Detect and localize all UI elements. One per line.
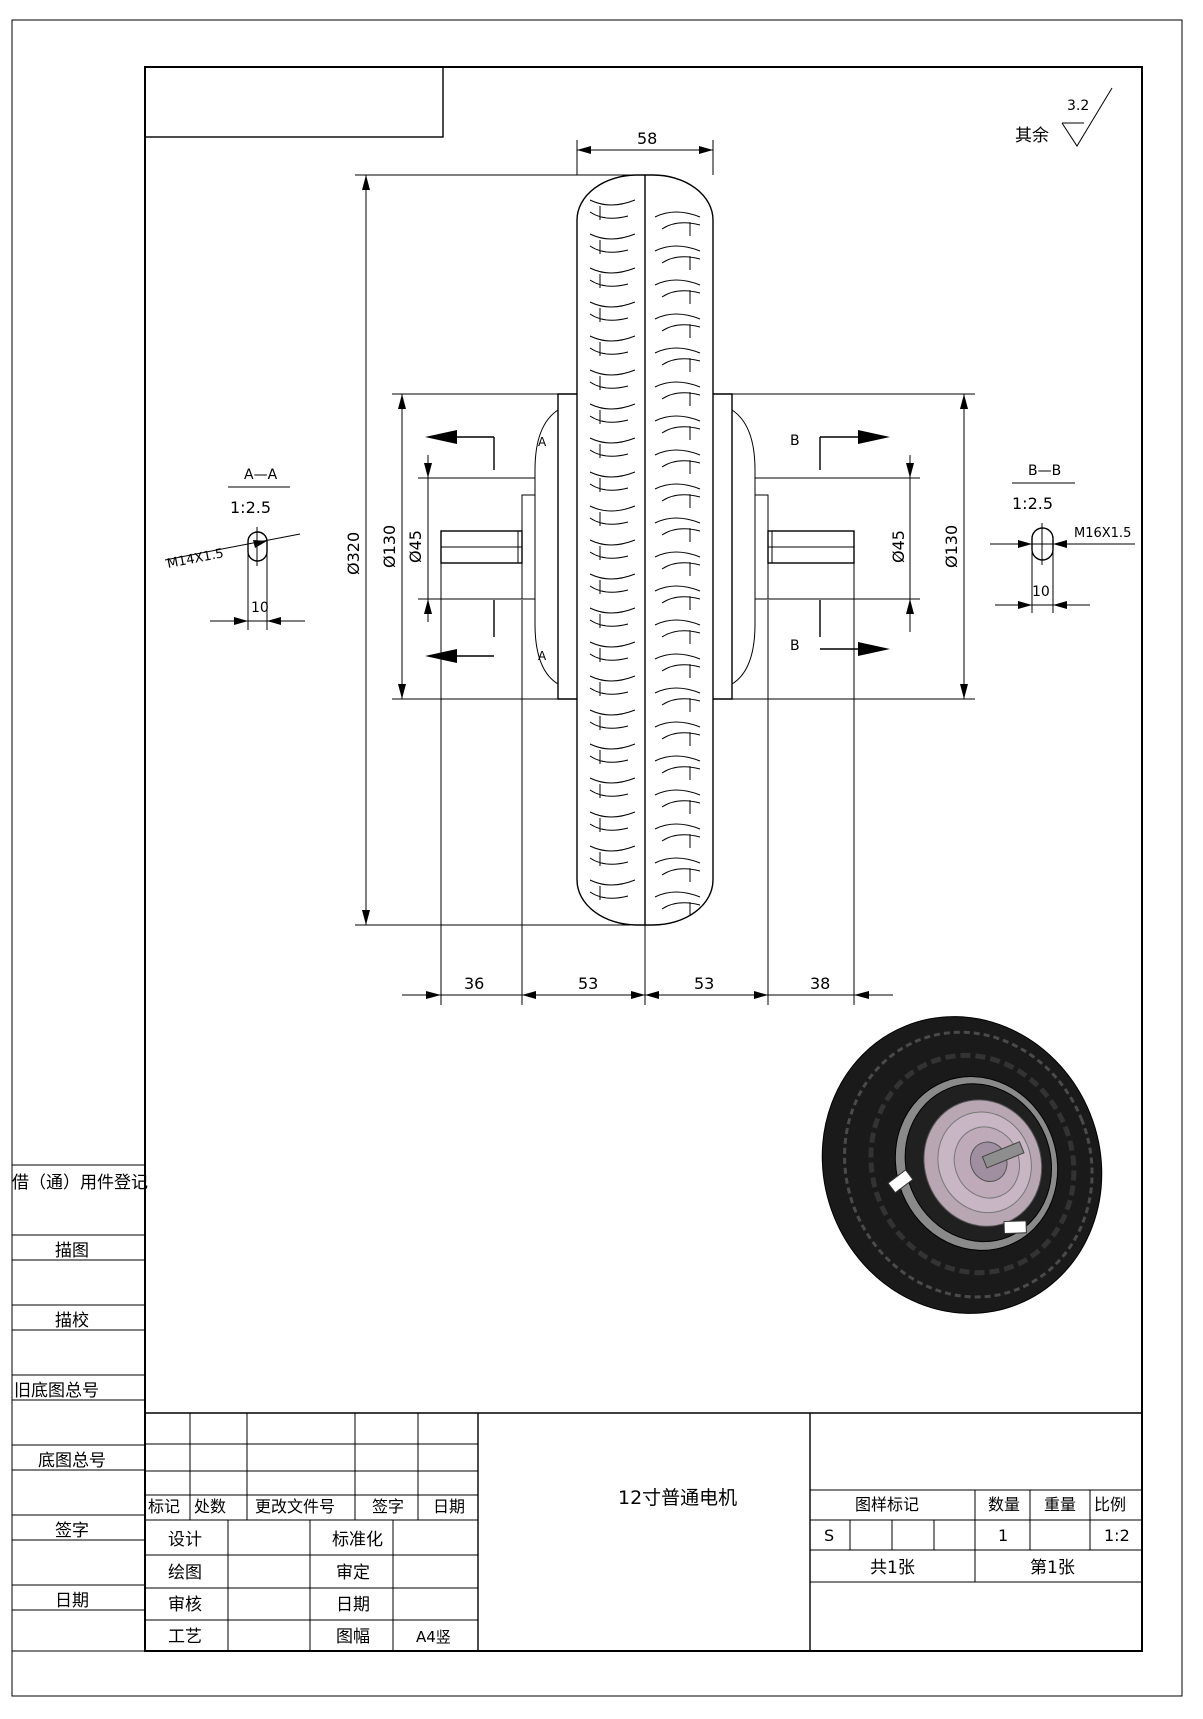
dim-dia-45-left: Ø45 [406, 530, 425, 563]
dim-bottom-2: 53 [578, 974, 598, 993]
wheel-front-view [440, 174, 855, 926]
info-header-sample-mark: 图样标记 [855, 1495, 919, 1514]
label-sheet-size: 图幅 [336, 1627, 370, 1647]
info-header-quantity: 数量 [988, 1495, 1020, 1514]
strip-old-base-no: 旧底图总号 [14, 1381, 99, 1401]
rev-header-count: 处数 [194, 1497, 226, 1516]
rev-header-mark: 标记 [148, 1497, 180, 1516]
dim-bottom-3: 53 [694, 974, 714, 993]
dim-dia-130-left: Ø130 [380, 525, 399, 568]
drawing-name: 12寸普通电机 [618, 1487, 737, 1509]
sheet-outer-border [11, 19, 1183, 1697]
dim-dia-320: Ø320 [344, 532, 363, 575]
scale-value: 1:2 [1104, 1526, 1130, 1545]
dim-dia-45-right: Ø45 [889, 530, 908, 563]
title-block: 标记 处数 更改文件号 签字 日期 设计 标准化 绘图 审定 审核 日期 工艺 … [145, 1412, 1142, 1651]
label-date: 日期 [336, 1595, 370, 1615]
dim-width-58: 58 [637, 129, 657, 148]
sheet-number: 第1张 [1030, 1558, 1075, 1578]
info-header-weight: 重量 [1044, 1495, 1076, 1514]
section-b-b: B—B 1:2.5 10 M16X1.5 [990, 463, 1135, 613]
info-header-scale: 比例 [1094, 1495, 1126, 1514]
section-bb-width: 10 [1032, 584, 1050, 600]
label-design: 设计 [168, 1530, 202, 1550]
strip-borrow-register: 借（通）用件登记 [12, 1173, 148, 1193]
strip-signature: 签字 [55, 1521, 89, 1541]
dim-bottom-1: 36 [464, 974, 484, 993]
label-review: 审核 [168, 1595, 202, 1615]
section-mark-a-bottom: A [538, 649, 547, 663]
section-aa-title: A—A [244, 467, 278, 483]
label-standardize: 标准化 [332, 1530, 383, 1550]
section-a-a: A—A 1:2.5 10 M14X1.5 [164, 467, 305, 630]
strip-trace-check: 描校 [55, 1311, 89, 1331]
section-mark-a-top: A [538, 435, 547, 449]
surface-roughness-value: 3.2 [1067, 98, 1089, 114]
section-aa-width: 10 [251, 600, 269, 616]
label-process: 工艺 [168, 1627, 202, 1647]
quantity-value: 1 [998, 1526, 1008, 1545]
dim-dia-130-right: Ø130 [942, 525, 961, 568]
rev-header-doc-no: 更改文件号 [255, 1497, 335, 1516]
left-strip: 借（通）用件登记 描图 描校 旧底图总号 底图总号 签字 日期 [12, 1164, 148, 1652]
section-mark-b-top: B [790, 433, 800, 449]
section-mark-b-bottom: B [790, 638, 800, 654]
rev-header-date: 日期 [433, 1497, 465, 1516]
label-approve: 审定 [336, 1563, 370, 1583]
section-markers: A A B B [425, 430, 890, 663]
section-aa-scale: 1:2.5 [230, 498, 271, 517]
strip-date: 日期 [55, 1591, 89, 1611]
code-box [144, 66, 444, 138]
dim-bottom-4: 38 [810, 974, 830, 993]
label-draw: 绘图 [168, 1563, 202, 1583]
section-aa-thread: M14X1.5 [166, 546, 225, 572]
section-bb-thread: M16X1.5 [1074, 526, 1131, 541]
surface-finish-symbol: 其余 3.2 [1015, 87, 1113, 147]
strip-base-no: 底图总号 [38, 1451, 106, 1471]
wheel-3d-view [821, 1016, 1103, 1314]
sheets-total: 共1张 [870, 1558, 915, 1578]
drawing-frame [144, 66, 1143, 1652]
strip-tracing: 描图 [55, 1241, 89, 1261]
sheet-size-value: A4竖 [416, 1628, 451, 1646]
section-bb-title: B—B [1028, 463, 1061, 479]
stage-mark: S [824, 1526, 834, 1545]
rev-header-sign: 签字 [372, 1497, 404, 1516]
dimension-lines: 58 Ø320 Ø130 Ø45 Ø45 Ø130 [344, 129, 975, 1005]
surface-finish-prefix: 其余 [1015, 126, 1049, 146]
section-bb-scale: 1:2.5 [1012, 494, 1053, 513]
